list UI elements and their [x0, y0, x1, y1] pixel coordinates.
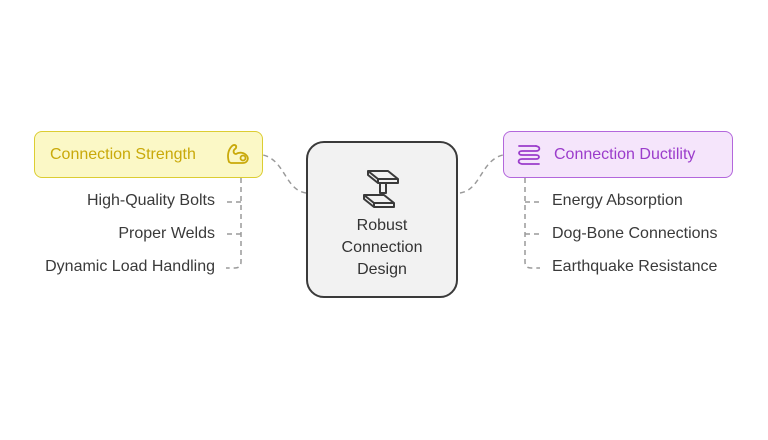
- leaf-high-quality-bolts: High-Quality Bolts: [86, 192, 215, 209]
- steel-beam-icon: [363, 170, 399, 208]
- leaf-earthquake-resistance: Earthquake Resistance: [552, 258, 718, 275]
- flexed-arm-icon: [227, 144, 249, 164]
- connection-ductility-label: Connection Ductility: [554, 145, 696, 163]
- spring-icon: [517, 145, 541, 165]
- central-topic-node: Robust Connection Design: [306, 141, 458, 298]
- connection-strength-label: Connection Strength: [50, 145, 196, 163]
- connection-ductility-node: Connection Ductility: [503, 131, 733, 178]
- leaf-energy-absorption: Energy Absorption: [552, 192, 683, 209]
- central-topic-line: Robust: [356, 217, 408, 234]
- central-topic-label: Robust Connection Design: [308, 215, 456, 281]
- central-topic-line: Connection: [341, 239, 423, 256]
- leaf-dog-bone-connections: Dog-Bone Connections: [552, 225, 718, 242]
- leaf-dynamic-load-handling: Dynamic Load Handling: [45, 258, 215, 275]
- leaf-proper-welds: Proper Welds: [118, 225, 215, 242]
- central-topic-line: Design: [357, 261, 407, 278]
- connection-strength-node: Connection Strength: [34, 131, 263, 178]
